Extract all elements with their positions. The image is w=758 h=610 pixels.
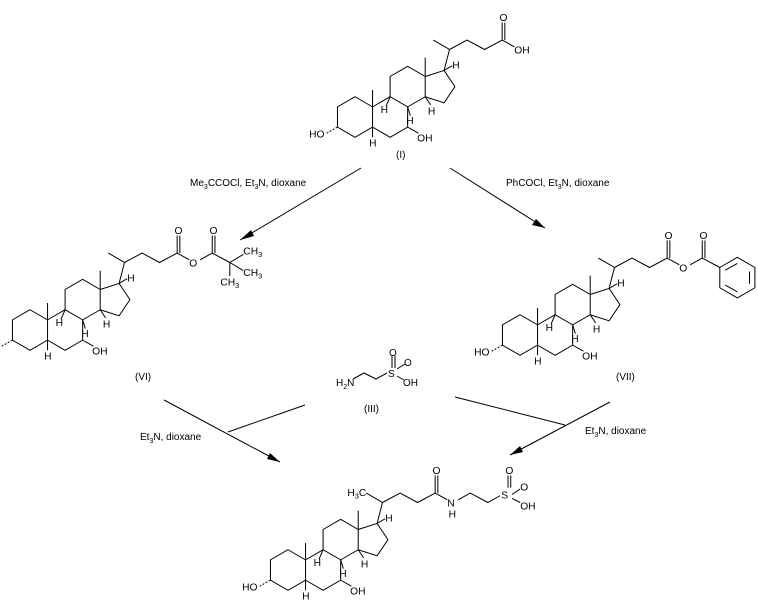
atom-label: O xyxy=(404,358,412,369)
compound-VII: HO OH H H H H H O O O xyxy=(474,231,755,368)
atom-label: C xyxy=(359,488,367,499)
svg-text:CH3: CH3 xyxy=(220,277,239,290)
atom-label: HO xyxy=(242,582,257,593)
arrowhead-icon xyxy=(532,219,545,228)
svg-text:CH3: CH3 xyxy=(243,246,262,259)
subscript: 3 xyxy=(235,281,239,290)
svg-text:H3C: H3C xyxy=(347,488,367,501)
svg-text:CH3: CH3 xyxy=(243,268,262,281)
atom-label: OH xyxy=(403,378,418,389)
atom-label: O xyxy=(499,13,507,24)
atom-label: H xyxy=(336,378,343,389)
arrowhead-icon xyxy=(267,453,280,462)
compound-label-VI: (VI) xyxy=(135,372,151,383)
atom-label: H xyxy=(593,324,600,335)
compound-label-III: (III) xyxy=(364,404,379,415)
atom-label: H xyxy=(44,352,51,363)
atom-label: S xyxy=(501,490,508,501)
subscript: 2 xyxy=(343,384,347,391)
atom-label: H xyxy=(428,106,435,117)
atom-label: CH xyxy=(220,277,235,288)
atom-label: H xyxy=(546,323,553,334)
atom-label: O xyxy=(520,482,528,493)
atom-label: O xyxy=(432,466,440,477)
atom-label: H xyxy=(103,319,110,330)
atom-label: HO xyxy=(309,129,324,140)
atom-label: H xyxy=(449,509,456,520)
atom-label: CH xyxy=(243,246,258,257)
atom-label: H xyxy=(302,592,309,603)
atom-label: O xyxy=(505,466,513,477)
atom-label: N xyxy=(347,378,354,389)
atom-label: H xyxy=(339,569,346,580)
compound-label-I: (I) xyxy=(396,150,405,161)
product-tauroursodeoxycholic-acid: HO OH H H H H H H3C O N H S O O OH xyxy=(242,466,535,603)
arrow-I-to-VI xyxy=(240,168,361,240)
atom-label: HO xyxy=(474,347,489,358)
atom-label: H xyxy=(81,329,88,340)
compound-III: H2N S O O OH xyxy=(336,348,418,391)
atom-label: O xyxy=(189,259,197,270)
conditions-bottom-left: Et3N, dioxane xyxy=(140,432,202,445)
atom-label: S xyxy=(388,369,395,380)
atom-label: N xyxy=(447,499,454,510)
conditions-top-right: PhCOCl, Et3N, dioxane xyxy=(506,178,610,191)
atom-label: H xyxy=(385,513,392,524)
subscript: 3 xyxy=(258,250,262,259)
atom-label: CH xyxy=(243,268,258,279)
atom-label: H xyxy=(361,559,368,570)
atom-label: OH xyxy=(417,133,432,144)
arrow-I-to-VII xyxy=(450,168,545,228)
atom-label: H xyxy=(314,558,321,569)
compound-label-VII: (VII) xyxy=(616,372,635,383)
atom-label: OH xyxy=(520,501,535,512)
compound-I: HO OH H H H H H O OH xyxy=(309,13,530,150)
atom-label: H xyxy=(534,357,541,368)
atom-label: H xyxy=(347,488,354,499)
atom-label: OH xyxy=(92,346,107,357)
compound-VI: HO OH H H H H H O O O CH3 CH3 CH3 xyxy=(0,226,262,363)
atom-label: H xyxy=(56,318,63,329)
conditions-bottom-right: Et3N, dioxane xyxy=(585,426,647,439)
subscript: 3 xyxy=(258,272,262,281)
atom-label: H xyxy=(571,334,578,345)
atom-label: H xyxy=(381,105,388,116)
atom-label: O xyxy=(679,264,687,275)
arrowhead-icon xyxy=(240,230,254,240)
svg-text:H2N: H2N xyxy=(336,378,354,391)
arrow-VI-to-product xyxy=(164,400,305,462)
atom-label: H xyxy=(452,60,459,71)
atom-label: O xyxy=(389,348,397,359)
conditions-top-left: Me3CCOCl, Et3N, dioxane xyxy=(190,178,307,191)
atom-label: OH xyxy=(582,351,597,362)
atom-label: H xyxy=(617,278,624,289)
arrow-VII-to-product xyxy=(455,397,610,455)
atom-label: O xyxy=(174,226,182,237)
subscript: 3 xyxy=(355,491,359,500)
arrowhead-icon xyxy=(510,446,523,455)
atom-label: OH xyxy=(514,46,529,57)
atom-label: O xyxy=(700,231,708,242)
atom-label: O xyxy=(210,226,218,237)
atom-label: H xyxy=(406,116,413,127)
atom-label: O xyxy=(664,231,672,242)
atom-label: OH xyxy=(350,586,365,597)
atom-label: H xyxy=(369,139,376,150)
atom-label: H xyxy=(127,273,134,284)
